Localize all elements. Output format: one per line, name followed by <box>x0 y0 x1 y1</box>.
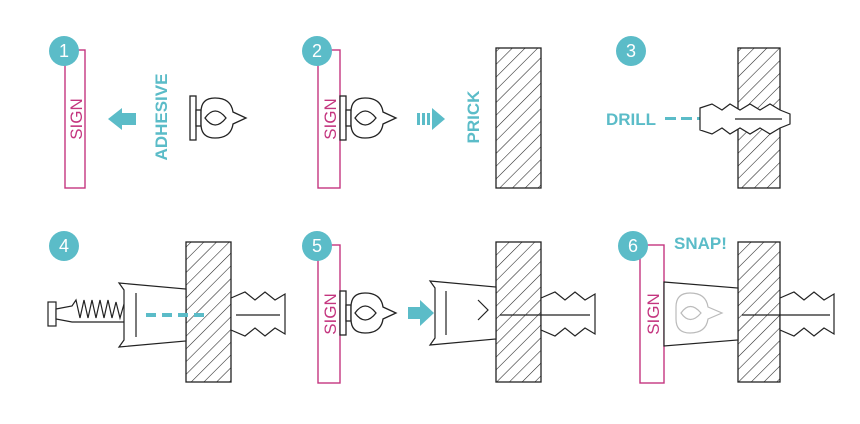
snap-label: SNAP! <box>674 234 727 253</box>
pin-fastener-icon <box>339 290 398 336</box>
drill-label: DRILL <box>606 110 656 129</box>
step-number: 3 <box>626 41 636 61</box>
drill-dash-line <box>146 313 204 317</box>
step-number: 4 <box>59 236 69 256</box>
arrow-left-icon <box>108 108 136 130</box>
step-number: 6 <box>628 236 638 256</box>
wall <box>185 241 232 383</box>
prick-label: PRICK <box>464 90 483 144</box>
anchor-icon <box>428 280 596 346</box>
step-5: SIGN 5 <box>302 231 596 384</box>
pin-fastener-icon <box>189 95 248 141</box>
anchor-icon <box>663 281 835 347</box>
pin-fastener-icon <box>339 95 398 141</box>
adhesive-label: ADHESIVE <box>152 74 171 161</box>
wall-plug-icon <box>699 103 791 135</box>
step-1: SIGN 1 ADHESIVE <box>49 36 248 189</box>
step-number-badge <box>49 36 79 66</box>
step-3: 3 DRILL <box>606 36 791 189</box>
step-number-badge <box>302 36 332 66</box>
step-number-badge <box>616 36 646 66</box>
step-number: 2 <box>312 41 322 61</box>
sign-label: SIGN <box>321 98 340 140</box>
step-number-badge <box>49 231 79 261</box>
pin-fastener-ghost-icon <box>675 292 724 334</box>
sign-label: SIGN <box>321 293 340 335</box>
sign-label: SIGN <box>644 293 663 335</box>
step-number: 5 <box>312 236 322 256</box>
sign-label: SIGN <box>67 98 86 140</box>
step-number-badge <box>618 231 648 261</box>
arrow-right-icon <box>408 300 434 326</box>
step-4: 4 <box>47 231 286 383</box>
arrow-right-icon <box>417 108 445 130</box>
step-number: 1 <box>59 41 69 61</box>
step-2: SIGN 2 PRICK <box>302 36 542 189</box>
wall <box>737 241 781 383</box>
wall <box>495 241 542 383</box>
step-6: SIGN 6 SNAP! <box>618 231 835 384</box>
step-number-badge <box>302 231 332 261</box>
wall <box>495 47 542 189</box>
